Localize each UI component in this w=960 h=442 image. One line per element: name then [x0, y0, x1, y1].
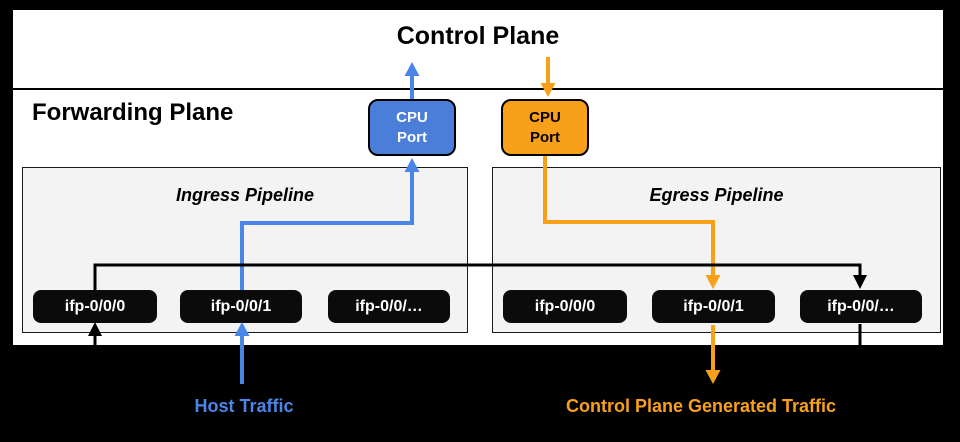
control-traffic-out-arrowhead-icon: [705, 370, 721, 384]
host-traffic-to-cpu-port-arrowhead-icon: [404, 158, 420, 172]
egress-port-ifp-0-0-0: ifp-0/0/0: [503, 290, 627, 323]
ingress-port-ifp-0-0-0: ifp-0/0/0: [33, 290, 157, 323]
forwarded-traffic-cross-line: [93, 263, 862, 290]
cpu-port-control-box: CPU Port: [501, 99, 589, 156]
plane-divider-line: [13, 88, 943, 90]
ingress-port-ifp-more: ifp-0/0/…: [328, 290, 450, 323]
forwarded-traffic-cross-arrowhead-icon: [853, 275, 867, 289]
forwarding-plane-title: Forwarding Plane: [32, 99, 234, 126]
forwarded-traffic-in-arrowhead-icon: [88, 322, 102, 336]
host-traffic-to-cpu-port-line: [240, 171, 414, 290]
control-plane-title: Control Plane: [396, 22, 560, 50]
host-traffic-label: Host Traffic: [194, 396, 294, 416]
control-plane-traffic-label: Control Plane Generated Traffic: [565, 396, 837, 416]
host-traffic-in-arrowhead-icon: [234, 322, 250, 336]
cpu-port-to-control-plane-arrowhead-icon: [404, 62, 420, 76]
cpu-port-to-egress-port-arrowhead-icon: [705, 275, 721, 289]
cpu-port-host-box: CPU Port: [368, 99, 456, 156]
egress-port-ifp-more: ifp-0/0/…: [800, 290, 922, 323]
ingress-port-ifp-0-0-1: ifp-0/0/1: [180, 290, 302, 323]
cpu-port-to-egress-port-line: [543, 156, 715, 276]
egress-pipeline-title: Egress Pipeline: [649, 185, 784, 205]
control-plane-to-cpu-port-arrowhead-icon: [540, 83, 556, 97]
egress-port-ifp-0-0-1: ifp-0/0/1: [652, 290, 775, 323]
ingress-pipeline-title: Ingress Pipeline: [175, 185, 315, 205]
